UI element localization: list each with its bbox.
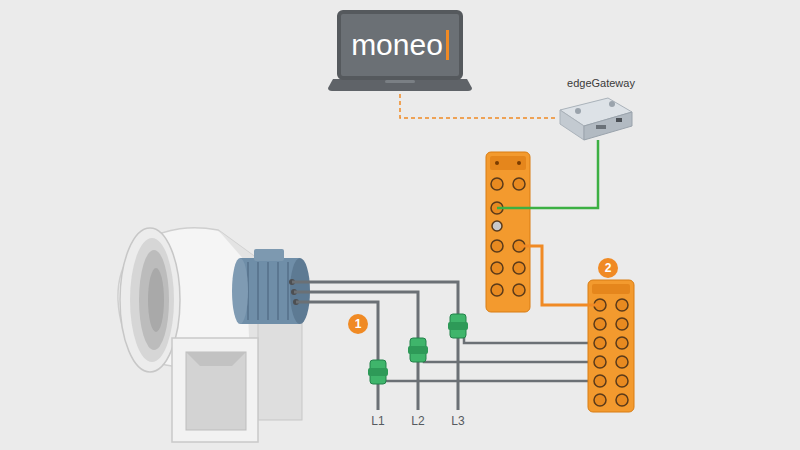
motor-part [287, 262, 289, 320]
blower-fan-part [172, 338, 258, 442]
io-link-module-part [616, 318, 628, 330]
gateway-device-part [609, 101, 615, 107]
gateway-device-part [596, 125, 606, 129]
io-link-master-part [513, 178, 525, 190]
io-link-module-part [594, 375, 606, 387]
io-link-master-part [490, 156, 526, 170]
io-link-master-part [517, 161, 521, 165]
io-link-master-part [486, 152, 530, 312]
phase-wires-part [292, 282, 458, 410]
io-link-master-part [513, 284, 525, 296]
blower-fan-part [148, 268, 164, 332]
blower-fan-part [139, 250, 169, 350]
current-sensors-part [448, 322, 468, 330]
io-link-module [588, 280, 634, 412]
logo-text: moneo [351, 30, 443, 60]
io-link-module-part [588, 280, 634, 412]
phase-wires-part [294, 292, 418, 410]
phase-label: L2 [411, 414, 424, 428]
io-link-module-part [594, 337, 606, 349]
sensor-cables [384, 336, 600, 381]
edge-gateway: edgeGateway [556, 76, 646, 142]
sensor-cables-part [384, 377, 600, 381]
io-link-master-part [495, 161, 499, 165]
io-link-master-part [491, 262, 503, 274]
io-link-module-part [594, 394, 606, 406]
sensor-cables-part [464, 336, 600, 343]
motor-part [267, 262, 269, 320]
device-label: edgeGateway [556, 76, 646, 90]
io-link-module-part [616, 375, 628, 387]
laptop-base-part [328, 79, 472, 91]
blower-fan-part [186, 352, 246, 430]
gateway-device-part [616, 118, 622, 122]
motor-part [254, 249, 284, 261]
gateway-device [556, 94, 636, 142]
io-link-module-part [616, 394, 628, 406]
ethernet-cable [497, 140, 598, 208]
blower-fan [118, 228, 302, 442]
phase-wires [292, 282, 458, 410]
laptop-base [328, 79, 472, 91]
motor-part [232, 258, 248, 324]
io-link-module-part [592, 284, 630, 294]
phase-label: L1 [371, 414, 384, 428]
io-link-master-part [513, 262, 525, 274]
io-link-module-part [616, 356, 628, 368]
callout-number: 1 [348, 314, 368, 334]
blower-fan-part [130, 238, 174, 362]
motor-part [257, 262, 259, 320]
laptop-screen: moneo [337, 10, 463, 80]
current-sensors-part [408, 346, 428, 354]
blower-fan-part [186, 352, 246, 366]
gateway-device-part [560, 110, 584, 140]
logo-cursor [446, 30, 449, 60]
io-link-module-part [594, 356, 606, 368]
motor [232, 249, 310, 324]
io-link-master [486, 152, 530, 312]
phase-wires-part [296, 302, 378, 410]
current-sensors-part [368, 368, 388, 376]
io-link-cable [519, 246, 600, 305]
io-link-master-part [492, 221, 502, 231]
blower-fan-part [258, 320, 302, 420]
callout-number: 2 [598, 258, 618, 278]
gateway-device-part [575, 108, 581, 114]
io-link-master-part [491, 284, 503, 296]
laptop-base-part [385, 80, 415, 83]
io-link-module-part [616, 337, 628, 349]
phase-label: L3 [451, 414, 464, 428]
blower-fan-part [120, 228, 180, 372]
io-link-master-part [491, 178, 503, 190]
io-link-module-part [616, 299, 628, 311]
motor-part [277, 262, 279, 320]
gateway-device-part [584, 112, 632, 140]
sensor-cables-part [424, 358, 600, 362]
io-link-module-part [594, 318, 606, 330]
io-link-master-part [491, 240, 503, 252]
current-sensors [368, 314, 468, 384]
